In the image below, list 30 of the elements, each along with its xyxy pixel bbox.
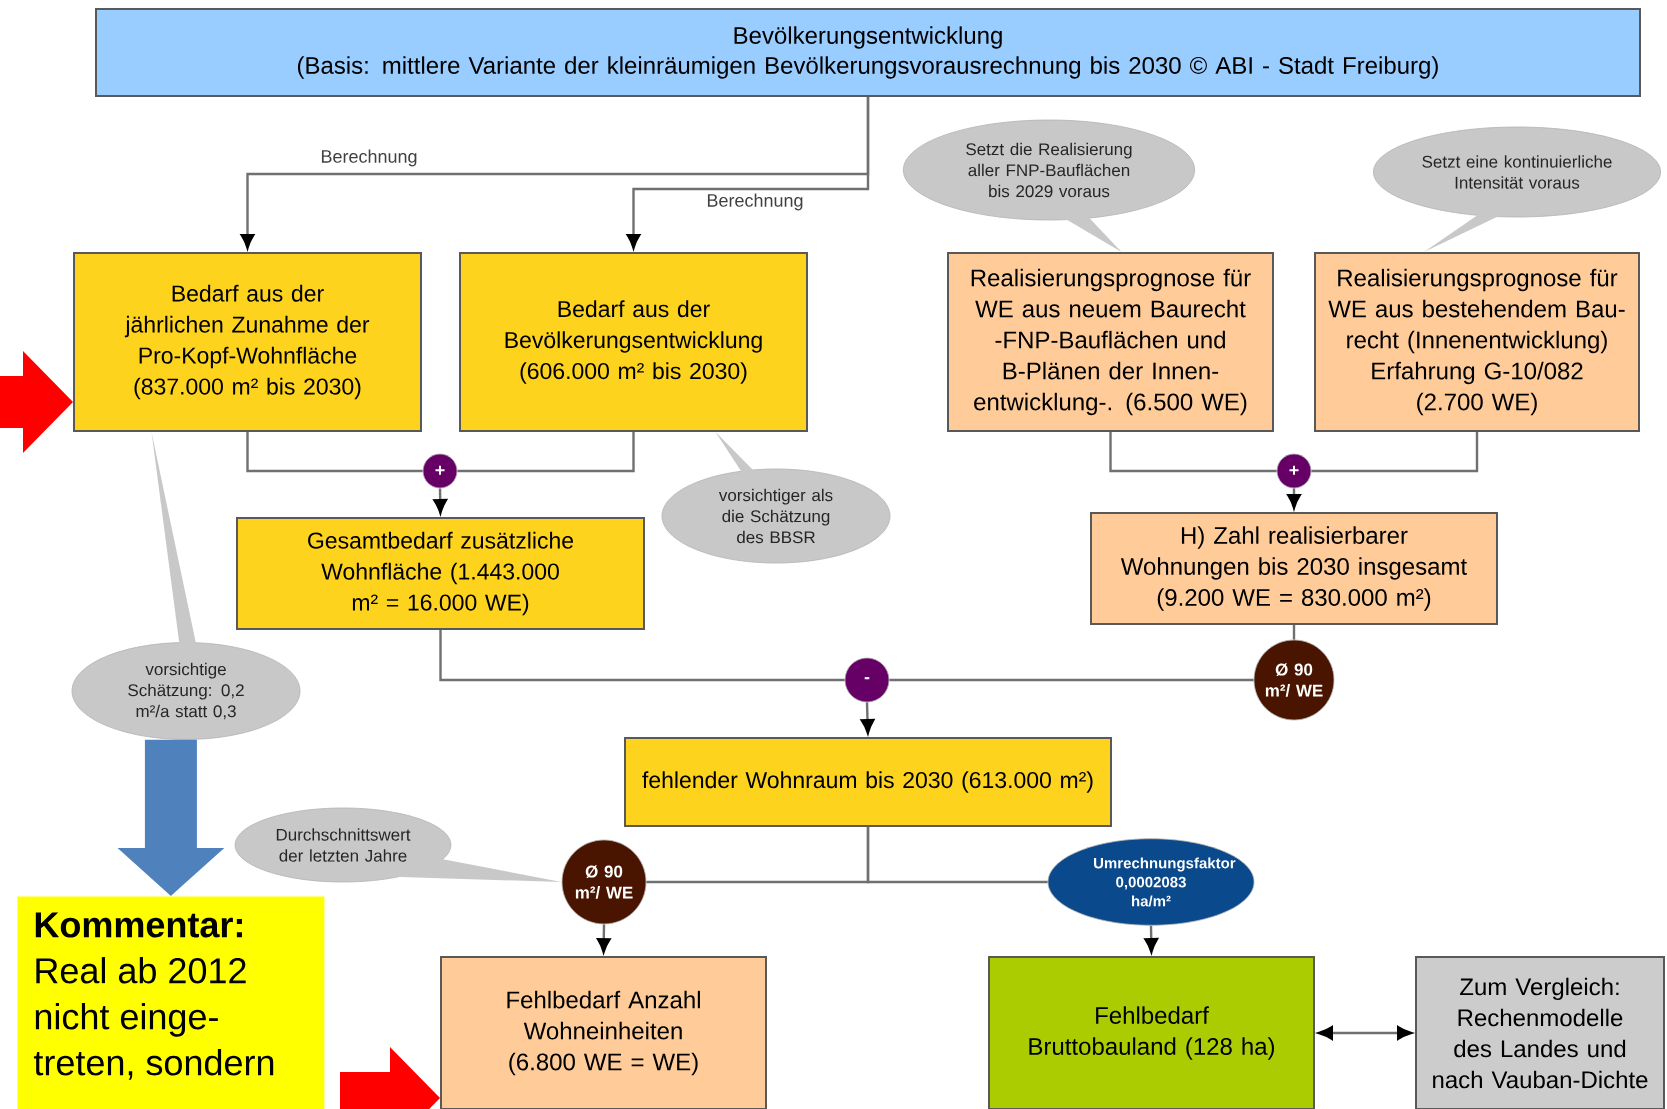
callout-tail bbox=[715, 432, 755, 473]
connector-line bbox=[1109, 432, 1277, 473]
connector-line bbox=[889, 678, 1254, 682]
process-box: H) Zahl realisierbarer Wohnungen bis 2030 insgesamt (9.200 WE = 830.000 m²) bbox=[1090, 512, 1498, 625]
comment-box: Kommentar: Real ab 2012 nicht einge- treten, sondern bbox=[17, 896, 325, 1109]
callout-tail bbox=[1064, 216, 1122, 252]
callout-bubble: vorsichtiger als die Schätzung des BBSR bbox=[661, 468, 891, 564]
double-arrow bbox=[1318, 1026, 1412, 1040]
connector-line bbox=[1292, 625, 1296, 640]
arrow bbox=[1287, 488, 1301, 509]
process-box: Bedarf aus der Bevölkerungsentwicklung (606.000 m² bis 2030) bbox=[459, 252, 808, 432]
process-box: Bedarf aus der jährlichen Zunahme der Pro-Kopf-Wohnfläche (837.000 m² bis 2030) bbox=[73, 252, 422, 432]
connector-line bbox=[866, 827, 1048, 884]
block-arrow bbox=[0, 351, 73, 453]
process-box: fehlender Wohnraum bis 2030 (613.000 m²) bbox=[624, 737, 1112, 827]
process-box: Fehlbedarf Anzahl Wohneinheiten (6.800 WE = WE) bbox=[440, 956, 767, 1109]
process-box: Zum Vergleich: Rechenmodelle des Landes und nach Vauban-Dichte bbox=[1415, 956, 1665, 1109]
connector-line bbox=[1311, 432, 1479, 473]
callout-tail bbox=[1424, 214, 1500, 252]
connector-line bbox=[457, 432, 635, 473]
arrow bbox=[860, 702, 875, 734]
callout-bubble: vorsichtige Schätzung: 0,2 m²/a statt 0,3 bbox=[71, 642, 301, 740]
connector-line bbox=[246, 432, 423, 473]
process-box: Realisierungsprognose für WE aus bestehendem Bau- recht (Innenentwicklung) Erfahrung G-10/082 (2.700 WE) bbox=[1314, 252, 1640, 432]
process-box: Fehlbedarf Bruttobauland (128 ha) bbox=[988, 956, 1315, 1109]
process-box: Gesamtbedarf zusätzliche Wohnfläche (1.443.000 m² = 16.000 WE) bbox=[236, 517, 645, 630]
header-box: Bevölkerungsentwicklung (Basis: mittlere Variante der kleinräumigen Bevölkerungsvorausrechnung bis 2030 © ABI - Stadt Freiburg) bbox=[95, 8, 1641, 97]
block-arrow bbox=[340, 1047, 440, 1109]
process-box: Realisierungsprognose für WE aus neuem Baurecht -FNP-Bauflächen und B-Plänen der Innen- entwicklung-. (6.500 WE) bbox=[947, 252, 1274, 432]
connector-line bbox=[439, 630, 845, 682]
